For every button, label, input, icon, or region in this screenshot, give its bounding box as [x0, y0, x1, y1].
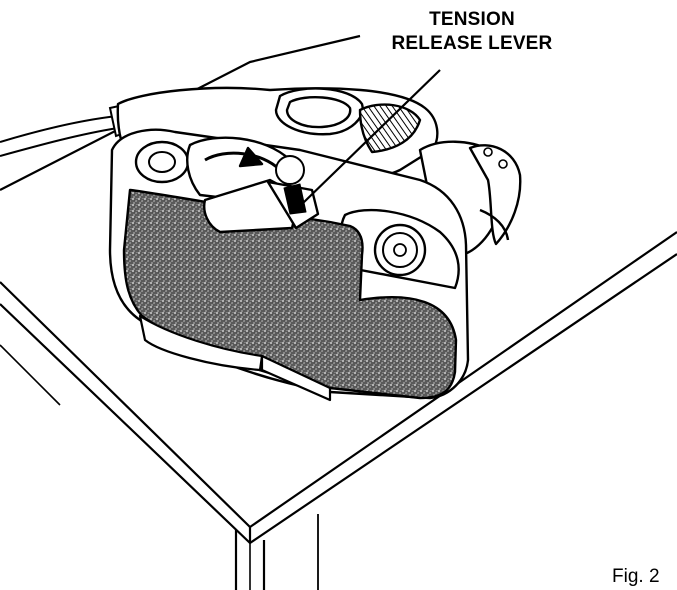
callout-line-1: TENSION	[429, 9, 515, 30]
callout-line-2: RELEASE LEVER	[391, 33, 553, 54]
tension-release-lever	[203, 155, 320, 234]
callout-label: TENSION RELEASE LEVER	[372, 8, 572, 56]
callout-leader-line	[301, 69, 441, 205]
sander-base	[138, 314, 332, 402]
figure-label: Fig. 2	[612, 566, 660, 587]
workbench	[0, 34, 677, 590]
